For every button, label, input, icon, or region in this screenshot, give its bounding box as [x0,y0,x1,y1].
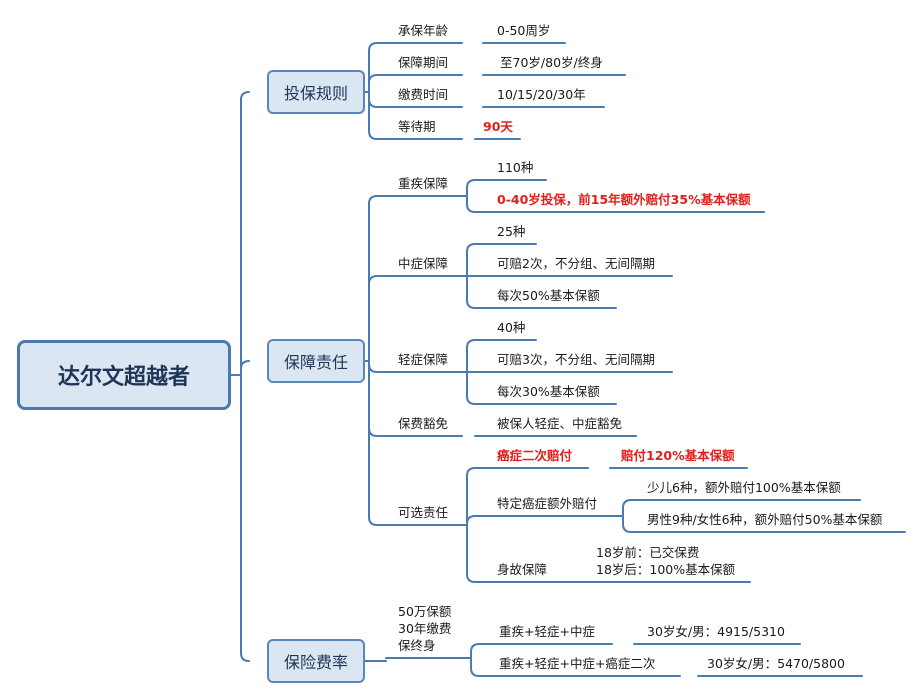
mild-bracket-branch-2 [466,371,476,405]
rule-value-wait: 90天 [483,119,513,134]
specific-cancer-item-1: 少儿6种，额外赔付100%基本保额 [647,480,841,495]
mild-item-2: 可赔3次，不分组、无间隔期 [497,352,655,367]
premium-condition: 50万保额 30年缴费 保终身 [398,603,451,654]
waiver-value: 被保人轻症、中症豁免 [497,416,623,431]
coverage-bracket-branch-2 [368,360,378,373]
specific-cancer-bracket-branch-0 [622,499,632,517]
rule-label-term: 保障期间 [398,55,449,70]
root-bracket-branch-0 [240,91,250,376]
cancer-second-label: 癌症二次赔付 [497,448,573,463]
death-detail-line-1: 18岁前：已交保费 [596,545,700,560]
coverage-bracket-branch-0 [368,195,378,362]
premium-bracket-branch-0 [470,643,480,659]
critical-item-1: 110种 [497,160,534,175]
mild-bracket-branch-0 [466,339,476,373]
mild-label: 轻症保障 [398,352,449,367]
critical-item-2: 0-40岁投保，前15年额外赔付35%基本保额 [497,192,751,207]
waiver-label: 保费豁免 [398,416,449,431]
moderate-item-1: 25种 [497,224,526,239]
critical-bracket-branch-1 [466,195,476,213]
rule-label-wait: 等待期 [398,119,436,134]
root-bracket-branch-1 [240,360,250,376]
moderate-item-3: 每次50%基本保额 [497,288,600,303]
mild-item-1: 40种 [497,320,526,335]
premium-plan-1-label: 重疾+轻症+中症 [499,624,595,639]
death-label: 身故保障 [497,562,548,577]
category-coverage: 保障责任 [267,339,365,383]
premium-condition-line-2: 30年缴费 [398,621,452,636]
specific-cancer-item-2: 男性9种/女性6种，额外赔付50%基本保额 [647,512,883,527]
specific-cancer-bracket-branch-1 [622,515,632,533]
rules-bracket-branch-2 [368,91,378,108]
rules-bracket-branch-1 [368,74,378,93]
rule-label-pay: 缴费时间 [398,87,449,102]
root-bracket-branch-2 [240,374,250,662]
premium-bracket-branch-1 [470,657,480,677]
optional-bracket-branch-0 [466,467,476,526]
premium-condition-line-1: 50万保额 [398,604,452,619]
coverage-bracket-branch-4 [368,360,378,526]
premium-plan-1-value: 30岁女/男：4915/5310 [647,624,785,639]
rule-value-pay: 10/15/20/30年 [497,87,586,102]
rules-bracket-branch-3 [368,91,378,140]
moderate-bracket-branch-2 [466,275,476,309]
category-rules: 投保规则 [267,70,365,114]
death-detail-line-2: 18岁后：100%基本保额 [596,562,736,577]
premium-plan-2-label: 重疾+轻症+中症+癌症二次 [499,656,656,671]
moderate-bracket-branch-0 [466,243,476,277]
premium-condition-line-3: 保终身 [398,638,436,653]
optional-bracket-branch-2 [466,524,476,583]
coverage-bracket-branch-1 [368,275,378,362]
critical-bracket-branch-0 [466,179,476,197]
moderate-label: 中症保障 [398,256,449,271]
optional-label: 可选责任 [398,505,449,520]
category-premium: 保险费率 [267,639,365,683]
premium-plan-2-value: 30岁女/男：5470/5800 [707,656,845,671]
rule-label-age: 承保年龄 [398,23,449,38]
specific-cancer-label: 特定癌症额外赔付 [497,496,598,511]
death-detail: 18岁前：已交保费 18岁后：100%基本保额 [596,544,735,578]
optional-bracket-branch-1 [466,515,476,526]
cancer-second-value: 赔付120%基本保额 [621,448,735,463]
rules-bracket-branch-0 [368,42,378,93]
critical-label: 重疾保障 [398,176,449,191]
mild-item-3: 每次30%基本保额 [497,384,600,399]
rule-value-term: 至70岁/80岁/终身 [500,55,603,70]
root-node: 达尔文超越者 [17,340,231,410]
rule-value-age: 0-50周岁 [497,23,551,38]
moderate-item-2: 可赔2次，不分组、无间隔期 [497,256,655,271]
